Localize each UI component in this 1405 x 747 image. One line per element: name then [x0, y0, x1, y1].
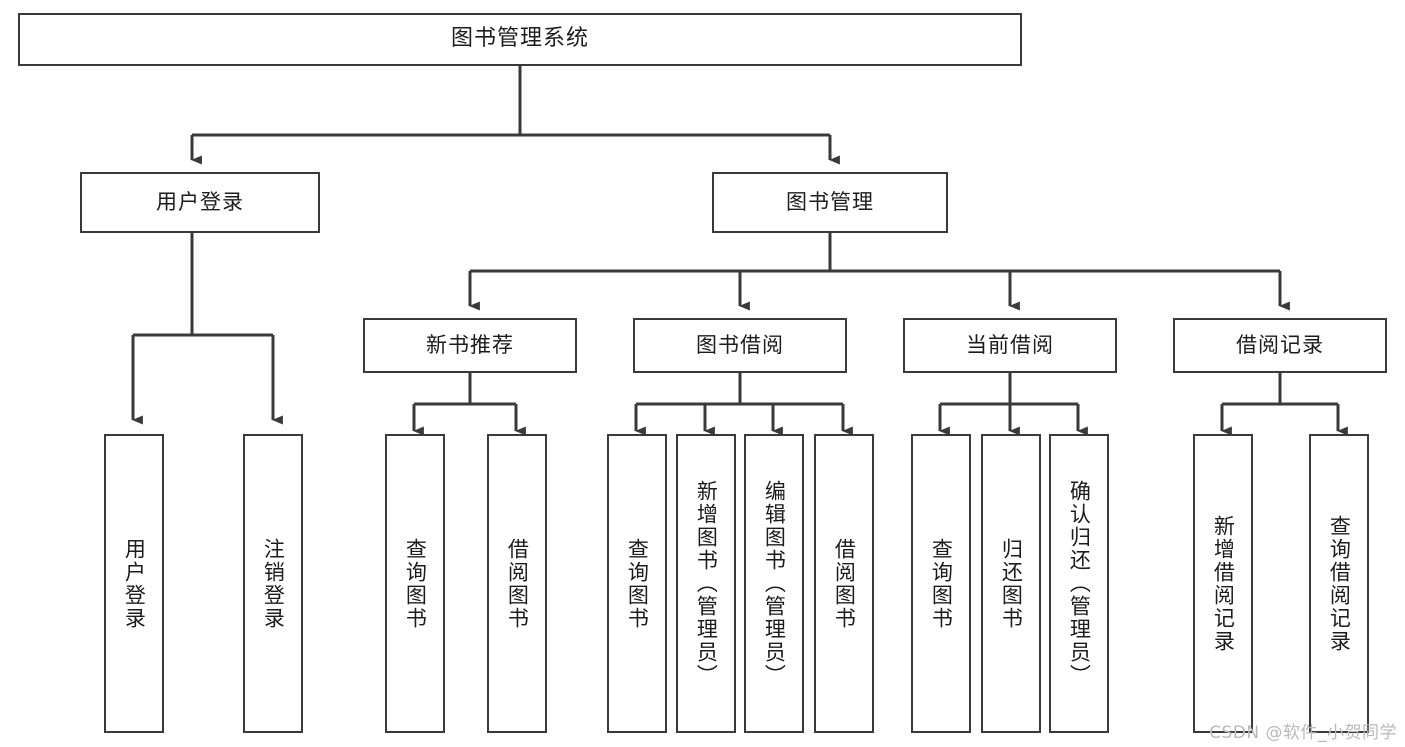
- node-book-borrow[interactable]: 图书借阅: [633, 318, 847, 373]
- node-leaf-user-login[interactable]: 用户登录: [104, 434, 164, 733]
- node-label: 归还图书: [999, 537, 1024, 630]
- node-label: 查询图书: [403, 537, 428, 630]
- node-leaf-query-book-3[interactable]: 查询图书: [911, 434, 971, 733]
- node-new-book-recommendation[interactable]: 新书推荐: [363, 318, 577, 373]
- node-current-borrow[interactable]: 当前借阅: [903, 318, 1117, 373]
- node-label: 新书推荐: [426, 332, 514, 357]
- node-label: 借阅图书: [832, 537, 857, 630]
- node-leaf-logout-login[interactable]: 注销登录: [243, 434, 303, 733]
- node-label: 图书管理: [786, 189, 874, 214]
- node-label: 图书管理系统: [450, 26, 589, 52]
- node-leaf-query-book-1[interactable]: 查询图书: [385, 434, 445, 733]
- node-label: 当前借阅: [966, 332, 1054, 357]
- node-leaf-add-book[interactable]: 新增图书（管理员）: [676, 434, 736, 733]
- node-label: 用户登录: [122, 537, 147, 630]
- node-user-login[interactable]: 用户登录: [80, 172, 320, 233]
- node-leaf-borrow-book-2[interactable]: 借阅图书: [814, 434, 874, 733]
- node-label: 新增图书（管理员）: [694, 480, 719, 687]
- node-root-system[interactable]: 图书管理系统: [18, 13, 1022, 66]
- node-label: 注销登录: [261, 537, 286, 630]
- node-label: 图书借阅: [696, 332, 784, 357]
- node-leaf-query-book-2[interactable]: 查询图书: [607, 434, 667, 733]
- node-label: 新增借阅记录: [1211, 514, 1236, 653]
- node-leaf-query-borrow-record[interactable]: 查询借阅记录: [1309, 434, 1369, 733]
- node-label: 借阅记录: [1236, 332, 1324, 357]
- node-leaf-borrow-book-1[interactable]: 借阅图书: [487, 434, 547, 733]
- node-leaf-return-book[interactable]: 归还图书: [981, 434, 1041, 733]
- node-label: 确认归还（管理员）: [1067, 480, 1092, 687]
- node-borrow-record[interactable]: 借阅记录: [1173, 318, 1387, 373]
- node-label: 查询图书: [625, 537, 650, 630]
- node-label: 查询图书: [929, 537, 954, 630]
- node-leaf-edit-book[interactable]: 编辑图书（管理员）: [744, 434, 804, 733]
- node-book-manage[interactable]: 图书管理: [712, 172, 948, 233]
- node-leaf-confirm-return[interactable]: 确认归还（管理员）: [1049, 434, 1109, 733]
- node-label: 编辑图书（管理员）: [762, 480, 787, 687]
- node-leaf-add-borrow-record[interactable]: 新增借阅记录: [1193, 434, 1253, 733]
- node-label: 查询借阅记录: [1327, 514, 1352, 653]
- node-label: 借阅图书: [505, 537, 530, 630]
- node-label: 用户登录: [156, 189, 244, 214]
